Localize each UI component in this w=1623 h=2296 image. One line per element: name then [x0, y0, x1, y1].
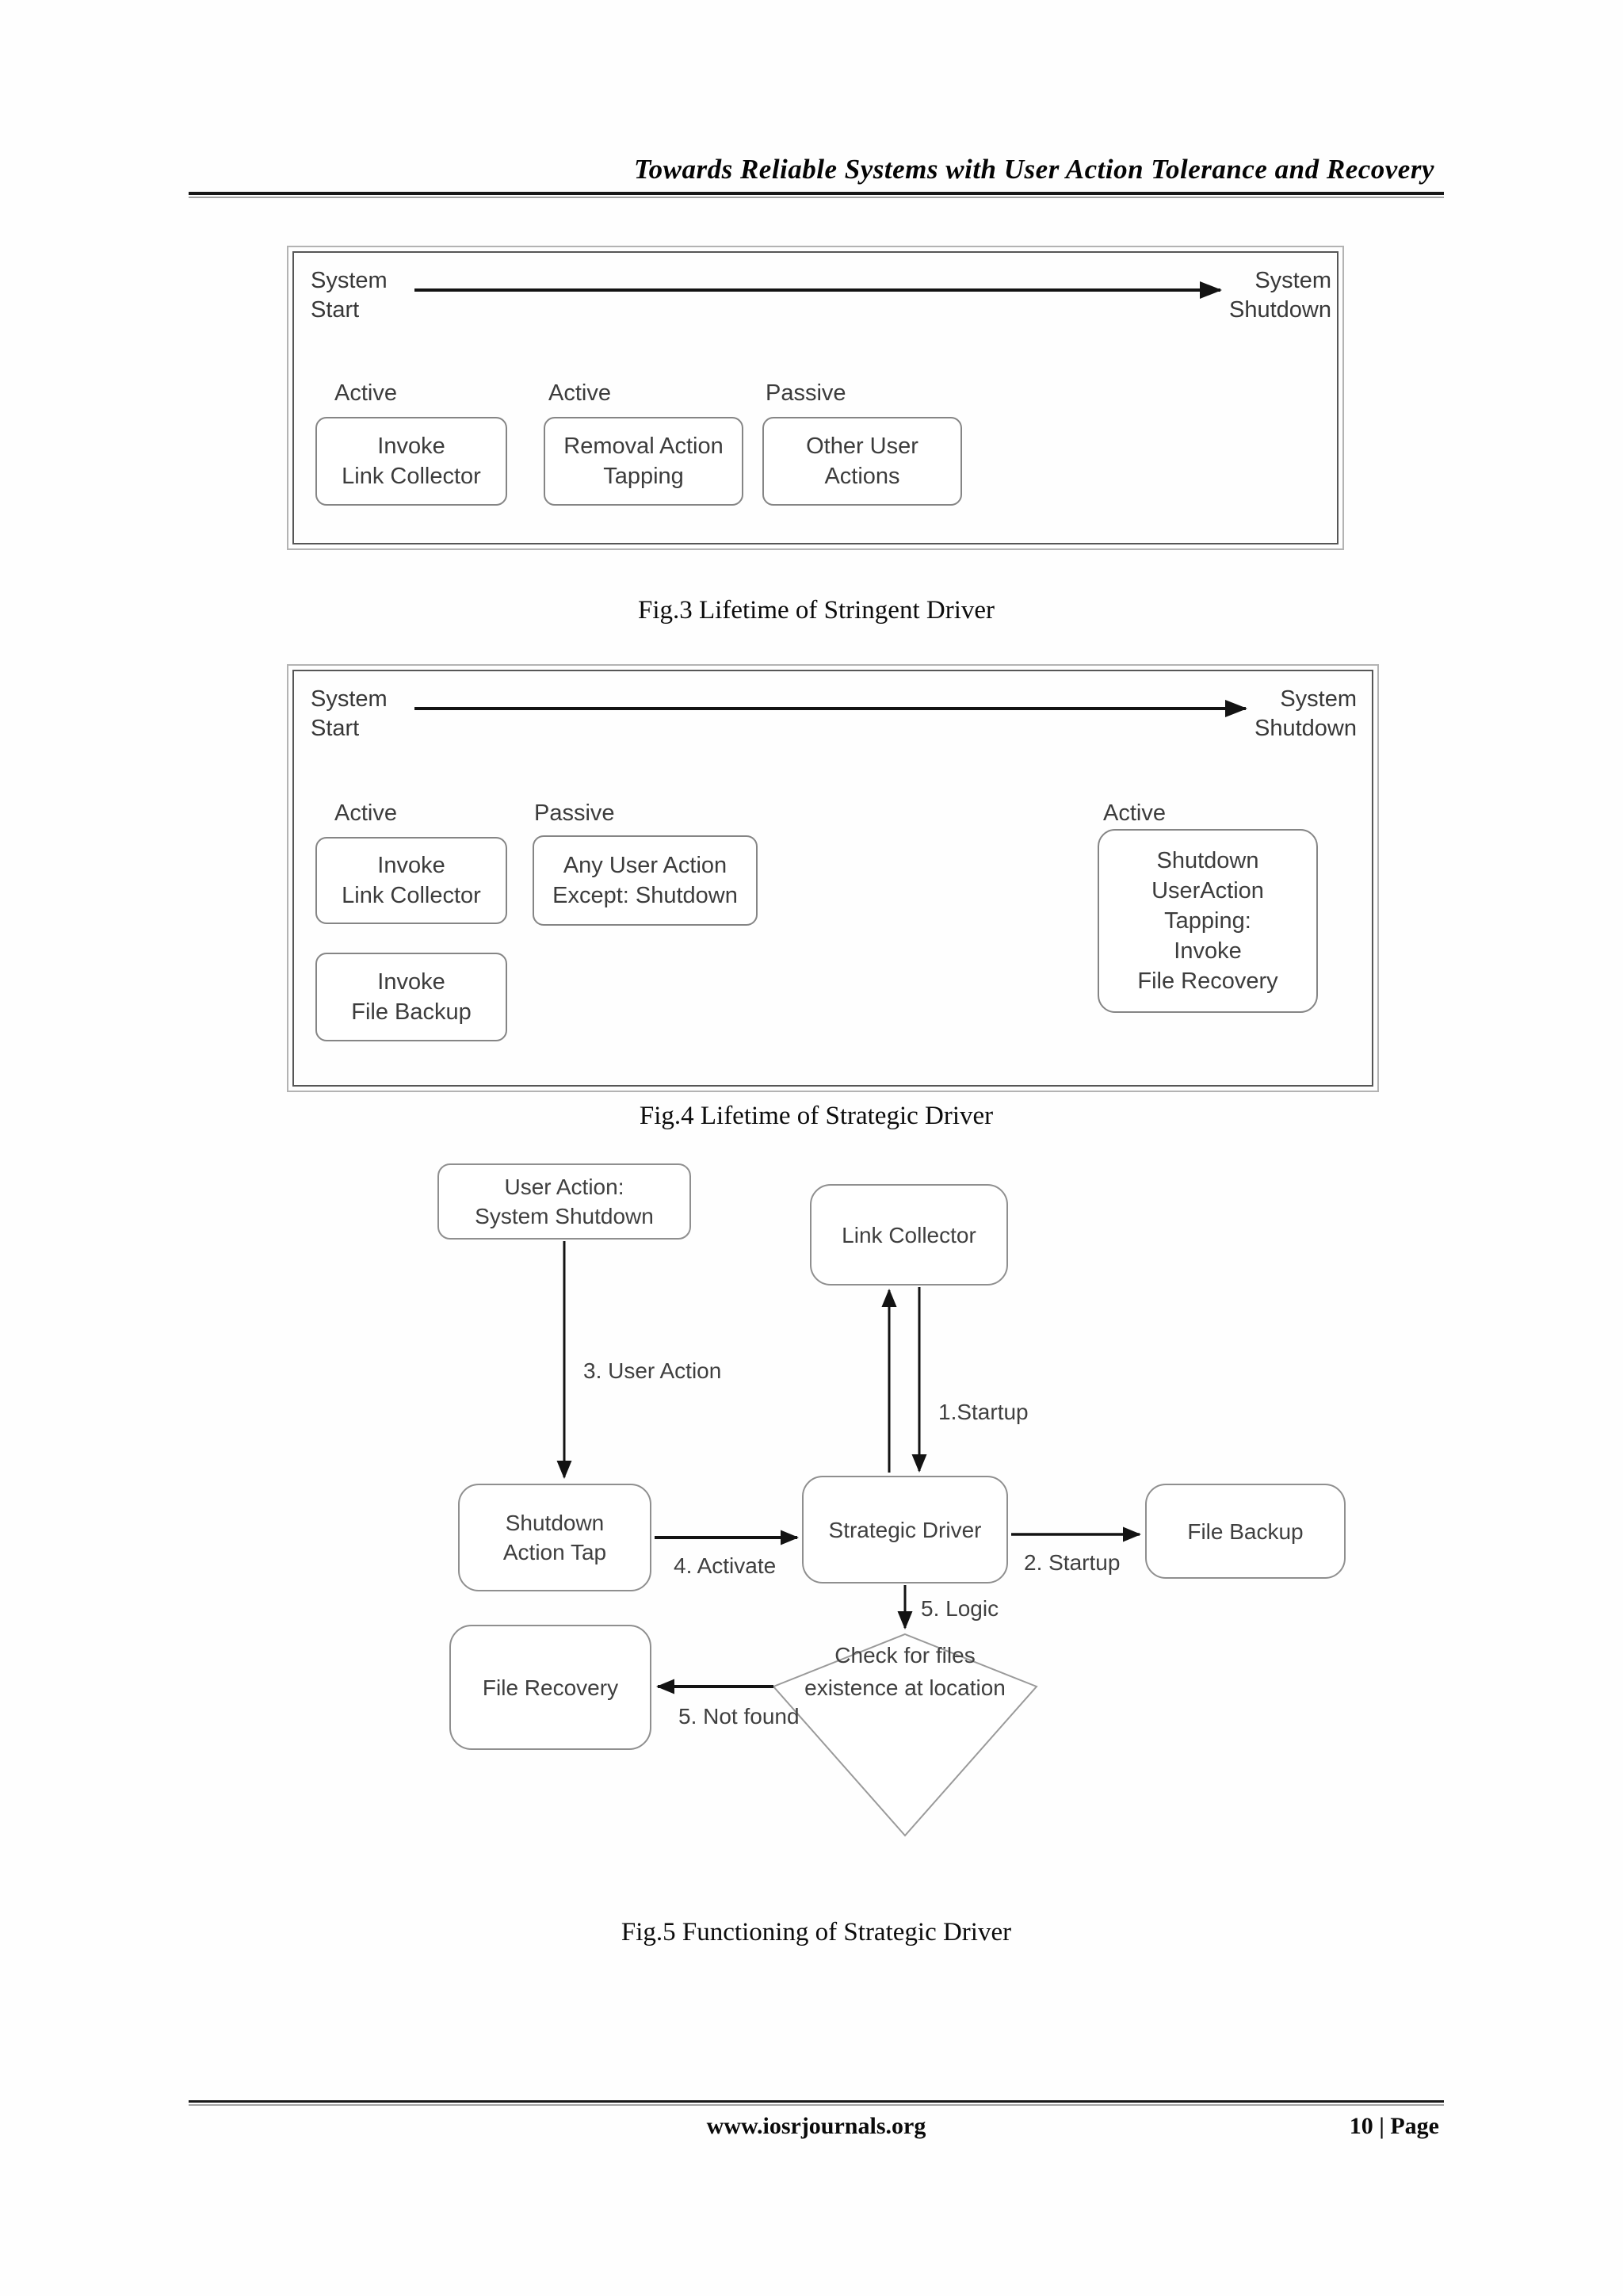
- node-user-action-line2: System Shutdown: [475, 1204, 654, 1228]
- fig3-group2-label: Active: [548, 380, 611, 406]
- fig4-system-start-line1: System: [311, 686, 388, 712]
- fig3-box3-line2: Actions: [824, 464, 900, 489]
- fig4-box1-line2: Link Collector: [342, 883, 481, 908]
- fig4-box3-line1: Shutdown: [1156, 848, 1259, 873]
- fig3-frame-inner: [292, 251, 1338, 544]
- node-strategic-driver-label: Strategic Driver: [828, 1517, 982, 1542]
- decision-line1: Check for files: [834, 1643, 976, 1668]
- fig4-box-invoke-link-collector: Invoke Link Collector: [315, 837, 507, 924]
- fig3-box2-line1: Removal Action: [563, 434, 724, 459]
- fig3-box1-line2: Link Collector: [342, 464, 481, 489]
- fig4-box-shutdown-tapping: Shutdown UserAction Tapping: Invoke File…: [1098, 829, 1318, 1013]
- fig3-group3-label: Passive: [766, 380, 846, 406]
- node-file-backup-label: File Backup: [1187, 1519, 1304, 1544]
- fig4-box3-line2: UserAction: [1151, 878, 1264, 904]
- fig5-caption: Fig.5 Functioning of Strategic Driver: [621, 1918, 1012, 1946]
- decision-line2: existence at location: [804, 1675, 1006, 1700]
- fig4-group3-label: Active: [1103, 800, 1166, 826]
- decision-diamond: [772, 1633, 1038, 1837]
- fig4-box3-line3: Tapping:: [1164, 908, 1251, 934]
- fig4-box1-line1: Invoke: [377, 853, 445, 878]
- node-link-collector-label: Link Collector: [842, 1222, 976, 1247]
- edge-label-startup-collector: 1.Startup: [938, 1400, 1029, 1424]
- edge-label-logic: 5. Logic: [921, 1596, 999, 1621]
- fig4-box3-line4: Invoke: [1174, 938, 1242, 964]
- fig3-system-shutdown-line1: System: [1254, 268, 1331, 293]
- decision-diamond-text: Check for files existence at location: [770, 1639, 1040, 1704]
- fig4-frame-inner: [292, 670, 1373, 1087]
- node-shutdown-tap-line1: Shutdown: [505, 1511, 605, 1535]
- header-rule: [189, 192, 1444, 198]
- node-file-recovery: File Recovery: [449, 1625, 651, 1750]
- fig4-system-shutdown-line1: System: [1280, 686, 1357, 712]
- fig4-box4-line1: Invoke: [377, 969, 445, 995]
- edge-label-not-found: 5. Not found: [678, 1704, 800, 1729]
- fig3-system-start-line1: System: [311, 268, 388, 293]
- fig4-box2-line1: Any User Action: [563, 853, 727, 878]
- fig3-caption: Fig.3 Lifetime of Stringent Driver: [638, 596, 995, 625]
- fig3-system-start-line2: Start: [311, 297, 360, 323]
- node-shutdown-action-tap: Shutdown Action Tap: [458, 1484, 651, 1591]
- node-strategic-driver: Strategic Driver: [802, 1476, 1008, 1584]
- node-file-backup: File Backup: [1145, 1484, 1346, 1579]
- fig3-box3-line1: Other User: [806, 434, 918, 459]
- fig3-system-shutdown-line2: Shutdown: [1229, 297, 1331, 323]
- fig3-system-start-label: System Start: [311, 266, 388, 325]
- fig3-box2-line2: Tapping: [603, 464, 684, 489]
- fig3-box1-line1: Invoke: [377, 434, 445, 459]
- fig4-system-start-label: System Start: [311, 685, 388, 743]
- fig3-box-invoke-link-collector: Invoke Link Collector: [315, 417, 507, 506]
- fig4-caption: Fig.4 Lifetime of Strategic Driver: [639, 1102, 994, 1130]
- fig4-box4-line2: File Backup: [351, 999, 472, 1025]
- fig4-system-shutdown-line2: Shutdown: [1254, 716, 1357, 741]
- fig3-frame: [287, 246, 1344, 550]
- fig4-group1-label: Active: [334, 800, 397, 826]
- page-header-title: Towards Reliable Systems with User Actio…: [633, 154, 1434, 185]
- fig4-system-shutdown-label: System Shutdown: [1198, 685, 1357, 743]
- node-shutdown-tap-line2: Action Tap: [502, 1540, 607, 1564]
- footer-page-number: 10 | Page: [1349, 2113, 1439, 2139]
- fig3-system-shutdown-label: System Shutdown: [1173, 266, 1331, 325]
- fig4-box-any-user-action: Any User Action Except: Shutdown: [533, 835, 758, 926]
- node-link-collector: Link Collector: [810, 1184, 1008, 1286]
- footer-rule: [189, 2100, 1444, 2106]
- fig4-system-start-line2: Start: [311, 716, 360, 741]
- fig4-group2-label: Passive: [534, 800, 615, 826]
- node-file-recovery-label: File Recovery: [482, 1675, 619, 1700]
- footer-site-url: www.iosrjournals.org: [706, 2113, 926, 2139]
- fig4-box-invoke-file-backup: Invoke File Backup: [315, 953, 507, 1041]
- node-user-action-line1: User Action:: [504, 1175, 624, 1199]
- edge-label-startup-backup: 2. Startup: [1024, 1550, 1121, 1575]
- edge-label-user-action: 3. User Action: [583, 1358, 722, 1383]
- fig4-frame: [287, 664, 1379, 1092]
- fig3-box-other-user-actions: Other User Actions: [762, 417, 962, 506]
- fig3-group1-label: Active: [334, 380, 397, 406]
- fig4-box2-line2: Except: Shutdown: [552, 883, 738, 908]
- fig3-box-removal-action-tapping: Removal Action Tapping: [544, 417, 743, 506]
- fig4-box3-line5: File Recovery: [1137, 968, 1278, 994]
- edge-label-activate: 4. Activate: [674, 1553, 777, 1578]
- node-user-action-system-shutdown: User Action: System Shutdown: [437, 1163, 691, 1240]
